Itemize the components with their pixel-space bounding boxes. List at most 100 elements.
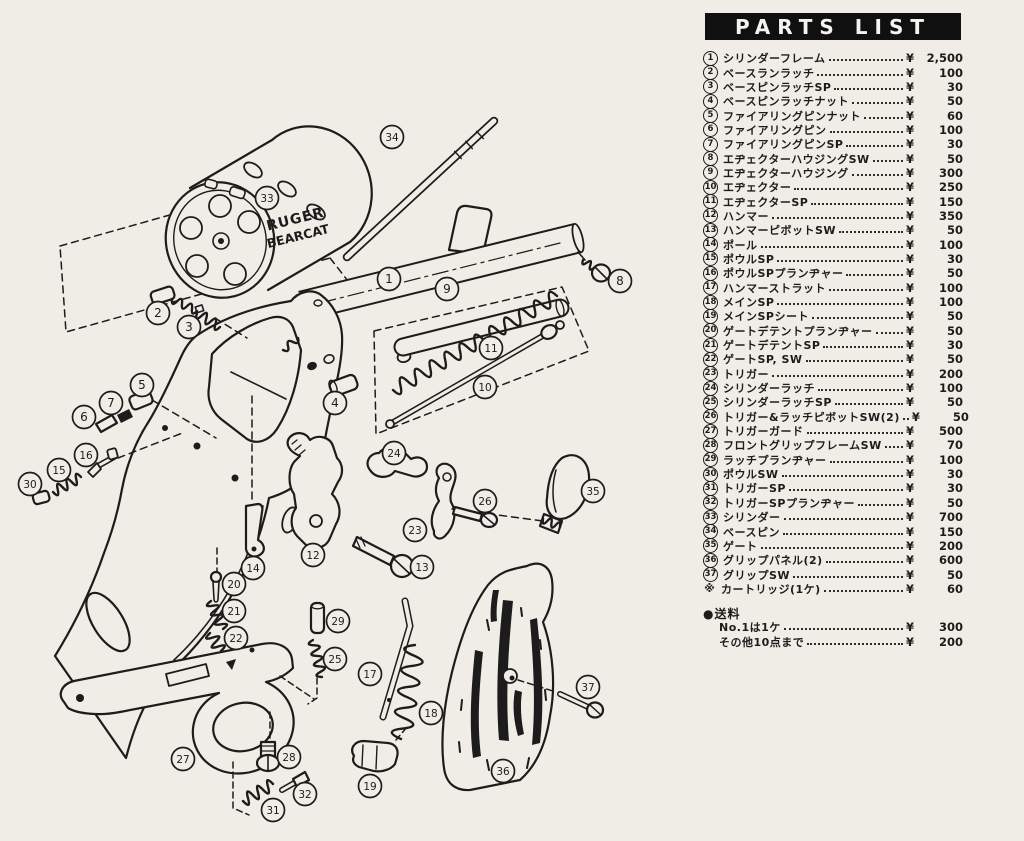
part-price: 100 bbox=[938, 122, 963, 137]
part-name: その他10点まで bbox=[719, 635, 805, 649]
dot-leader bbox=[777, 295, 903, 306]
part-name: トリガー&ラッチピボットSW(2) bbox=[723, 410, 900, 424]
grip-panel-drawing bbox=[441, 562, 605, 792]
part-number: 16 bbox=[703, 265, 718, 281]
part-name: ファイアリングピンSP bbox=[723, 138, 844, 152]
dot-leader bbox=[772, 367, 903, 377]
diagram-callout-5: 5 bbox=[129, 372, 155, 398]
diagram-callout-20: 20 bbox=[221, 571, 247, 597]
yen-sign: ¥ bbox=[906, 634, 915, 649]
yen-sign: ¥ bbox=[906, 524, 915, 539]
part-price: 700 bbox=[938, 510, 963, 525]
diagram-callout-35: 35 bbox=[580, 478, 606, 504]
svg-text:31: 31 bbox=[266, 805, 279, 817]
yen-sign: ¥ bbox=[906, 352, 915, 367]
svg-text:35: 35 bbox=[586, 486, 599, 498]
svg-text:16: 16 bbox=[79, 450, 93, 462]
svg-text:19: 19 bbox=[363, 781, 376, 793]
dot-leader bbox=[805, 352, 903, 363]
diagram-callout-22: 22 bbox=[223, 625, 249, 651]
yen-sign: ¥ bbox=[906, 295, 915, 310]
yen-sign: ¥ bbox=[906, 223, 915, 238]
part-price: 50 bbox=[952, 409, 969, 424]
part-price: 100 bbox=[938, 295, 963, 310]
diagram-callout-15: 15 bbox=[46, 457, 72, 483]
yen-sign: ¥ bbox=[906, 165, 915, 180]
part-name: ゲート bbox=[723, 539, 758, 553]
part-number: 21 bbox=[703, 337, 718, 353]
svg-text:20: 20 bbox=[227, 579, 240, 591]
yen-sign: ¥ bbox=[906, 366, 915, 381]
diagram-callout-13: 13 bbox=[409, 554, 435, 580]
part-number: 15 bbox=[703, 251, 718, 267]
part-name: ファイアリングピン bbox=[723, 123, 827, 137]
diagram-callout-24: 24 bbox=[381, 440, 407, 466]
yen-sign: ¥ bbox=[906, 94, 915, 109]
yen-sign: ¥ bbox=[906, 620, 915, 635]
svg-text:1: 1 bbox=[385, 272, 393, 286]
yen-sign: ¥ bbox=[906, 194, 915, 209]
yen-sign: ¥ bbox=[906, 280, 915, 295]
dot-leader bbox=[846, 137, 903, 148]
part-price: 30 bbox=[946, 137, 963, 152]
diagram-callout-25: 25 bbox=[322, 646, 348, 672]
dot-leader bbox=[783, 620, 903, 631]
yen-sign: ¥ bbox=[906, 581, 915, 596]
svg-text:29: 29 bbox=[331, 616, 344, 628]
diagram-callout-33: 33 bbox=[254, 185, 280, 211]
part-number: 2 bbox=[703, 65, 718, 81]
exploded-revolver-diagram: RUGER BEARCAT bbox=[17, 116, 633, 823]
part-price: 30 bbox=[946, 251, 963, 266]
dot-leader bbox=[834, 395, 903, 406]
dot-leader bbox=[902, 410, 909, 420]
trigger-drawing bbox=[430, 462, 457, 540]
part-name: トリガーガード bbox=[723, 425, 804, 439]
diagram-callout-10: 10 bbox=[472, 374, 498, 400]
part-number: 14 bbox=[703, 237, 718, 253]
dot-leader bbox=[818, 381, 903, 392]
part-name: ファイアリングピンナット bbox=[723, 109, 861, 123]
dot-leader bbox=[788, 481, 903, 492]
part-number: 33 bbox=[703, 509, 718, 525]
cylinder-drawing: RUGER BEARCAT bbox=[164, 125, 373, 299]
dot-leader bbox=[806, 424, 903, 435]
part-name: ゲートデテントSP bbox=[723, 339, 821, 353]
part-price: 150 bbox=[938, 524, 963, 539]
part-name: ゲートデテントプランヂャー bbox=[723, 324, 873, 338]
part-number: 12 bbox=[703, 208, 718, 224]
diagram-callout-37: 37 bbox=[575, 674, 601, 700]
diagram-callout-7: 7 bbox=[98, 390, 124, 416]
coil-spring bbox=[281, 336, 300, 353]
part-price: 200 bbox=[938, 538, 963, 553]
shipping-row: No.1は1ケ¥300 bbox=[703, 620, 963, 634]
part-name: ゲートSP, SW bbox=[723, 353, 803, 367]
diagram-callout-12: 12 bbox=[300, 542, 326, 568]
part-name: ベースピンラッチSP bbox=[723, 80, 832, 94]
part-name: グリップパネル(2) bbox=[723, 554, 823, 568]
diagram-callout-36: 36 bbox=[490, 758, 516, 784]
part-number: 24 bbox=[703, 380, 718, 396]
svg-text:30: 30 bbox=[23, 479, 36, 491]
pawl-spring-parts-drawing bbox=[31, 431, 186, 506]
dot-leader bbox=[851, 166, 903, 176]
svg-text:17: 17 bbox=[363, 669, 376, 681]
coil-spring bbox=[205, 599, 229, 631]
yen-sign: ¥ bbox=[906, 309, 915, 324]
part-name: No.1は1ケ bbox=[719, 621, 781, 635]
parts-list-title: PARTS LIST bbox=[734, 14, 932, 39]
svg-text:2: 2 bbox=[154, 306, 162, 320]
diagram-callout-28: 28 bbox=[276, 744, 302, 770]
